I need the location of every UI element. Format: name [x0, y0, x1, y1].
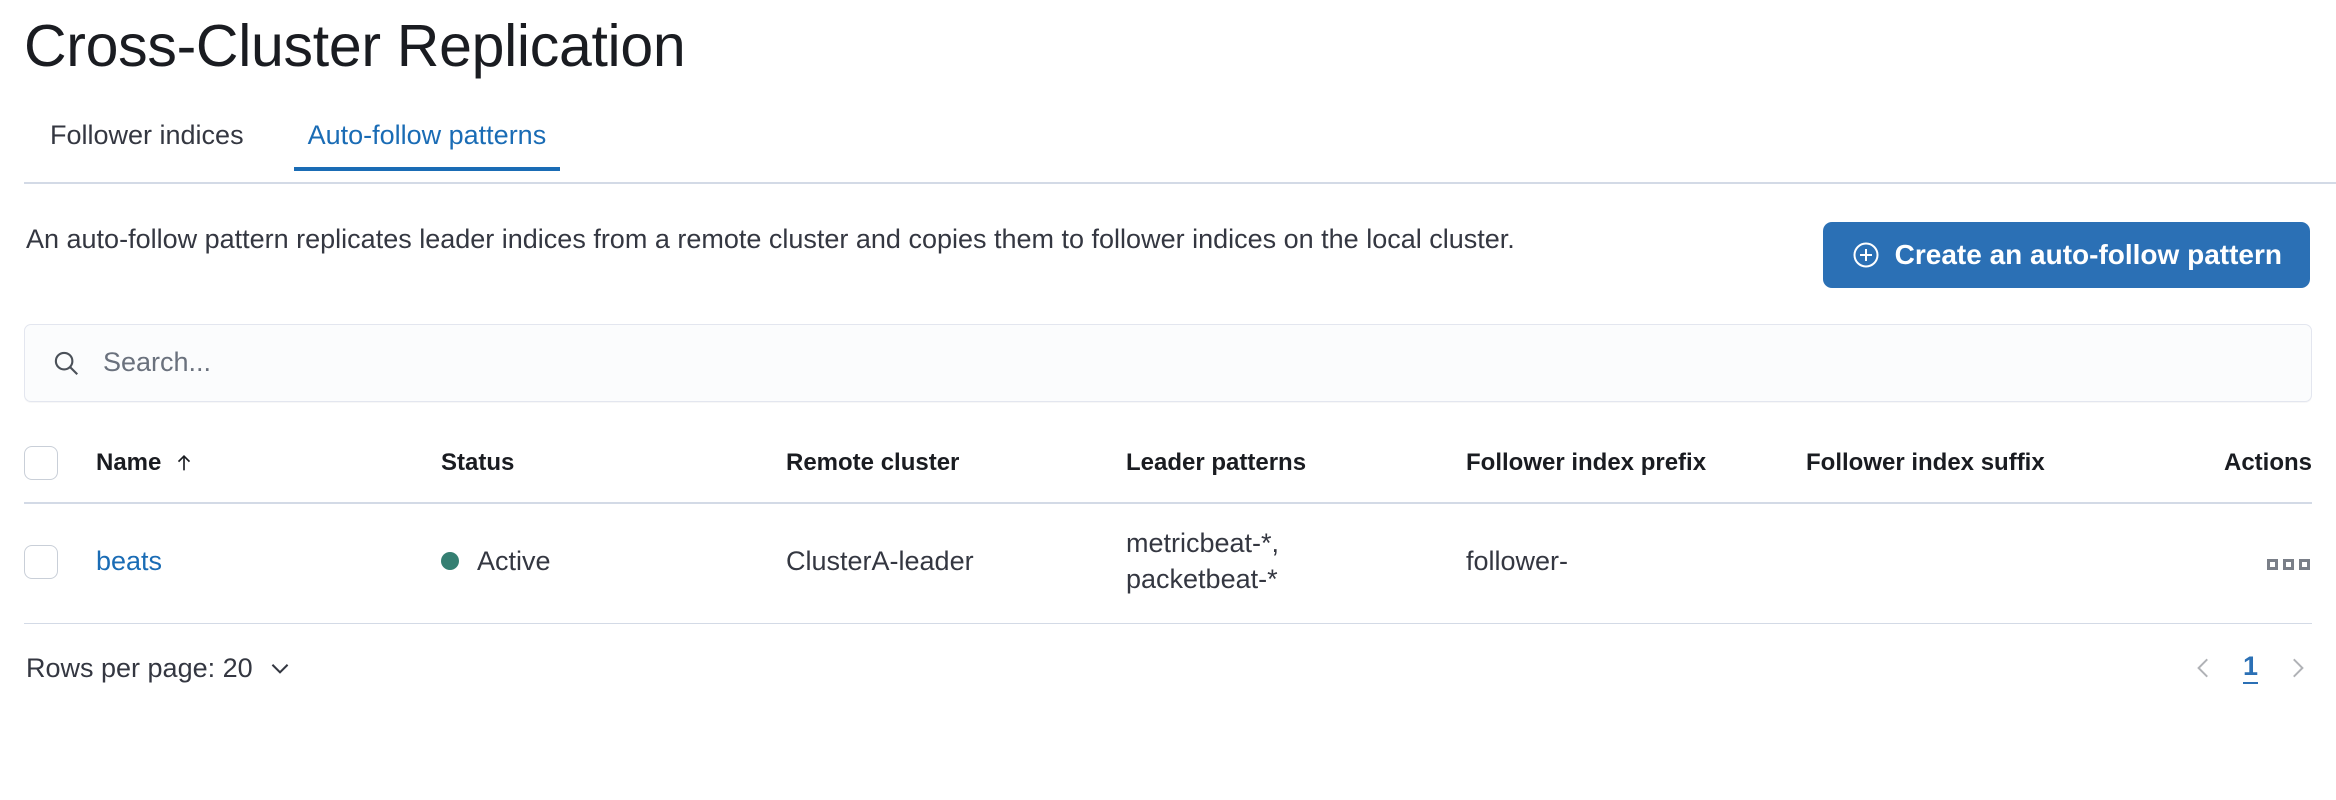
column-header-leader-patterns[interactable]: Leader patterns [1126, 419, 1466, 504]
table-body: beats Active ClusterA-leader metricbeat-… [24, 502, 2312, 625]
cell-actions [2146, 502, 2312, 625]
description-row: An auto-follow pattern replicates leader… [24, 220, 2312, 288]
tab-follower-indices-label: Follower indices [50, 119, 244, 150]
table-header: Name Status Remote cluster Leader patter… [24, 419, 2312, 504]
cell-follower-index-suffix [1806, 502, 2146, 625]
column-header-follower-index-suffix[interactable]: Follower index suffix [1806, 419, 2146, 504]
column-header-actions: Actions [2146, 419, 2312, 504]
page-description: An auto-follow pattern replicates leader… [26, 223, 1515, 254]
table-footer: Rows per page: 20 1 [24, 651, 2312, 684]
pattern-name-link[interactable]: beats [96, 546, 163, 577]
tab-auto-follow-patterns[interactable]: Auto-follow patterns [276, 114, 579, 171]
search-icon [51, 348, 81, 378]
tab-follower-indices[interactable]: Follower indices [24, 114, 276, 171]
cell-remote-cluster: ClusterA-leader [786, 502, 1126, 625]
create-auto-follow-pattern-button[interactable]: Create an auto-follow pattern [1822, 221, 2310, 288]
rows-per-page-selector[interactable]: Rows per page: 20 [26, 653, 293, 684]
column-header-follower-index-prefix[interactable]: Follower index prefix [1466, 419, 1806, 504]
tab-bar: Follower indices Auto-follow patterns [24, 114, 2336, 184]
chevron-down-icon [267, 655, 293, 681]
cell-name: beats [96, 502, 441, 625]
column-header-remote-cluster[interactable]: Remote cluster [786, 419, 1126, 504]
column-header-name[interactable]: Name [96, 419, 441, 504]
table-row: beats Active ClusterA-leader metricbeat-… [24, 502, 2312, 625]
column-header-name-label: Name [96, 448, 162, 476]
row-checkbox[interactable] [24, 544, 58, 579]
arrow-up-icon [173, 450, 195, 476]
search-bar[interactable] [24, 323, 2312, 402]
pagination-page-1[interactable]: 1 [2242, 651, 2258, 684]
cell-follower-index-prefix: follower- [1466, 502, 1806, 625]
cell-status: Active [441, 502, 786, 625]
boxes-horizontal-icon[interactable] [2267, 559, 2312, 571]
leader-pattern-line-1: metricbeat-*, [1126, 527, 1280, 558]
chevron-left-icon[interactable] [2191, 655, 2217, 681]
pagination: 1 [2191, 651, 2310, 684]
plus-in-circle-icon [1851, 240, 1881, 270]
chevron-right-icon[interactable] [2284, 655, 2310, 681]
search-input[interactable] [103, 347, 2285, 379]
auto-follow-patterns-table: Name Status Remote cluster Leader patter… [24, 419, 2312, 625]
create-auto-follow-pattern-label: Create an auto-follow pattern [1894, 238, 2282, 270]
column-header-status[interactable]: Status [441, 419, 786, 504]
page-title: Cross-Cluster Replication [24, 13, 686, 79]
row-select-cell [24, 502, 96, 625]
cell-leader-patterns: metricbeat-*, packetbeat-* [1126, 502, 1466, 625]
rows-per-page-label: Rows per page: 20 [26, 652, 253, 683]
tab-auto-follow-patterns-label: Auto-follow patterns [307, 119, 547, 150]
select-all-checkbox[interactable] [24, 445, 58, 480]
status-dot-icon [441, 552, 459, 571]
select-all-header [24, 419, 96, 504]
status-label: Active [477, 545, 551, 576]
leader-pattern-line-2: packetbeat-* [1126, 563, 1278, 594]
table-header-row: Name Status Remote cluster Leader patter… [24, 419, 2312, 504]
